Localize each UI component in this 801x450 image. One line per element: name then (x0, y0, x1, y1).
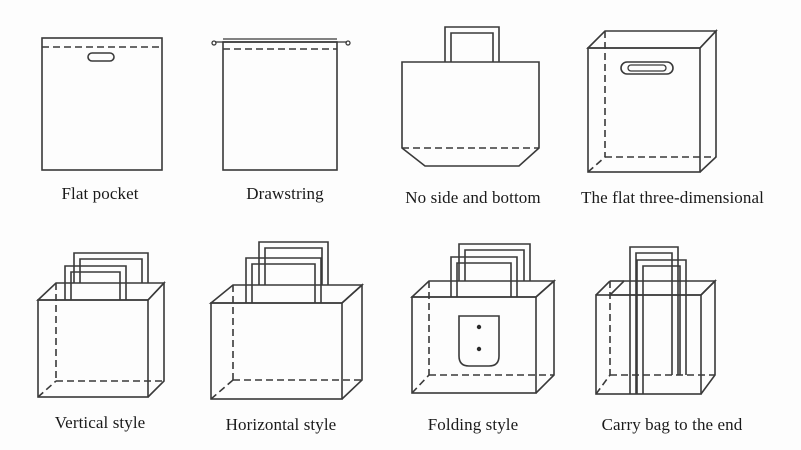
bag-cell-folding: Folding style (373, 225, 573, 450)
bag-cell-carry-to-end: Carry bag to the end (580, 225, 780, 450)
caption-vertical: Vertical style (54, 413, 146, 432)
caption-horizontal: Horizontal style (225, 415, 337, 434)
bag-cell-no-side-bottom: No side and bottom (373, 0, 573, 225)
caption-drawstring: Drawstring (246, 184, 324, 203)
caption-no-side-bottom: No side and bottom (405, 188, 541, 207)
caption-carry-to-end: Carry bag to the end (601, 415, 743, 434)
caption-flat-3d: The flat three-dimensional (581, 188, 764, 207)
caption-folding: Folding style (427, 415, 519, 434)
bag-cell-flat-pocket: Flat pocket (0, 0, 200, 225)
bag-cell-drawstring: Drawstring (175, 0, 375, 225)
drawstring-bag-icon (175, 0, 385, 180)
carry-to-end-bag-icon (580, 225, 780, 415)
flat-pocket-bag-icon (0, 0, 200, 180)
bag-cell-vertical: Vertical style (0, 225, 200, 450)
bag-cell-horizontal: Horizontal style (175, 225, 375, 450)
horizontal-bag-icon (175, 225, 385, 415)
folding-bag-icon (373, 225, 573, 415)
flat-3d-bag-icon (580, 0, 780, 180)
no-side-bottom-bag-icon (373, 0, 573, 180)
bag-cell-flat-3d: The flat three-dimensional (580, 0, 780, 225)
vertical-bag-icon (0, 225, 200, 415)
caption-flat-pocket: Flat pocket (61, 184, 139, 203)
